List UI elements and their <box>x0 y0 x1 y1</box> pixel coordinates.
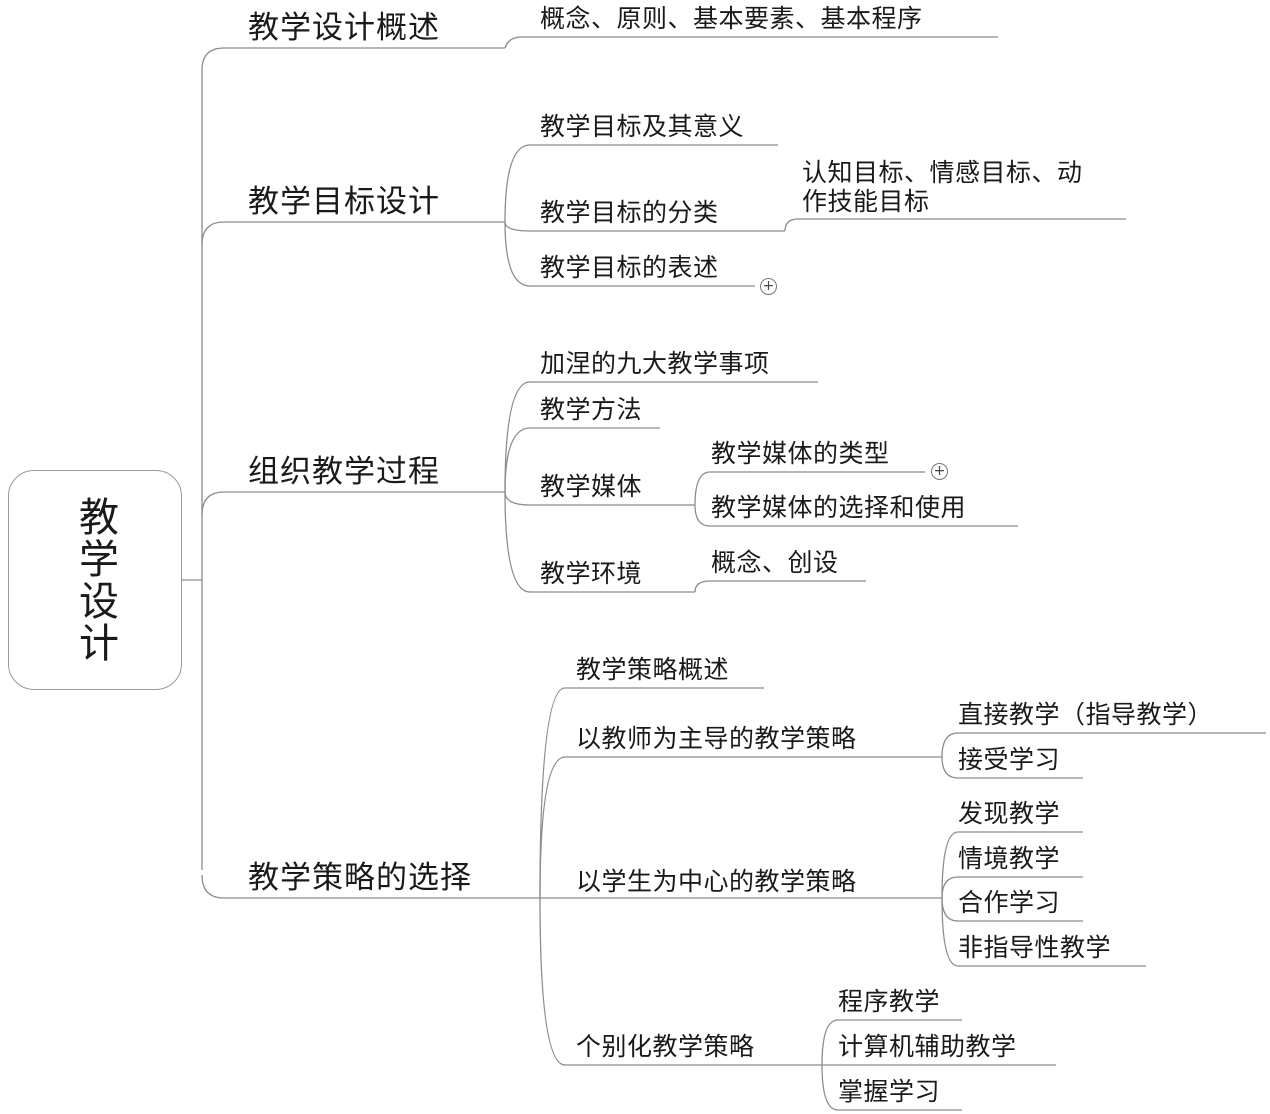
node-objectives-statement[interactable]: 教学目标的表述 <box>540 253 719 282</box>
node-classification-types[interactable]: 认知目标、情感目标、动作技能目标 <box>802 158 1083 216</box>
node-strategy-overview[interactable]: 教学策略概述 <box>576 655 730 684</box>
node-discovery-teaching[interactable]: 发现教学 <box>958 799 1061 828</box>
node-direct-instruction[interactable]: 直接教学（指导教学） <box>958 700 1214 729</box>
expand-icon[interactable]: + <box>760 278 777 295</box>
branch-organize-process[interactable]: 组织教学过程 <box>248 454 440 490</box>
node-teaching-media[interactable]: 教学媒体 <box>540 472 643 501</box>
node-computer-assisted-instruction[interactable]: 计算机辅助教学 <box>838 1032 1017 1061</box>
node-objectives-meaning[interactable]: 教学目标及其意义 <box>540 112 745 141</box>
branch-objectives-design[interactable]: 教学目标设计 <box>248 184 440 220</box>
node-student-centered-strategy[interactable]: 以学生为中心的教学策略 <box>576 867 857 896</box>
root-node[interactable]: 教学设计 <box>8 470 182 690</box>
node-receptive-learning[interactable]: 接受学习 <box>958 745 1061 774</box>
node-objectives-classification[interactable]: 教学目标的分类 <box>540 198 719 227</box>
node-media-types[interactable]: 教学媒体的类型 <box>711 439 890 468</box>
node-cooperative-learning[interactable]: 合作学习 <box>958 888 1061 917</box>
node-situational-teaching[interactable]: 情境教学 <box>958 844 1061 873</box>
node-mastery-learning[interactable]: 掌握学习 <box>838 1077 941 1106</box>
expand-icon[interactable]: + <box>931 463 948 480</box>
node-teaching-methods[interactable]: 教学方法 <box>540 395 643 424</box>
node-media-selection[interactable]: 教学媒体的选择和使用 <box>711 493 967 522</box>
root-label: 教学设计 <box>72 496 118 664</box>
branch-strategy-selection[interactable]: 教学策略的选择 <box>248 860 472 896</box>
node-gagne-events[interactable]: 加涅的九大教学事项 <box>540 349 770 378</box>
branch-overview[interactable]: 教学设计概述 <box>248 10 440 46</box>
node-teaching-environment[interactable]: 教学环境 <box>540 559 643 588</box>
node-environment-content[interactable]: 概念、创设 <box>711 548 839 577</box>
node-programmed-instruction[interactable]: 程序教学 <box>838 987 941 1016</box>
node-teacher-led-strategy[interactable]: 以教师为主导的教学策略 <box>576 724 857 753</box>
node-individualized-strategy[interactable]: 个别化教学策略 <box>576 1032 755 1061</box>
node-overview-content[interactable]: 概念、原则、基本要素、基本程序 <box>540 4 923 33</box>
node-non-directive-teaching[interactable]: 非指导性教学 <box>958 933 1112 962</box>
